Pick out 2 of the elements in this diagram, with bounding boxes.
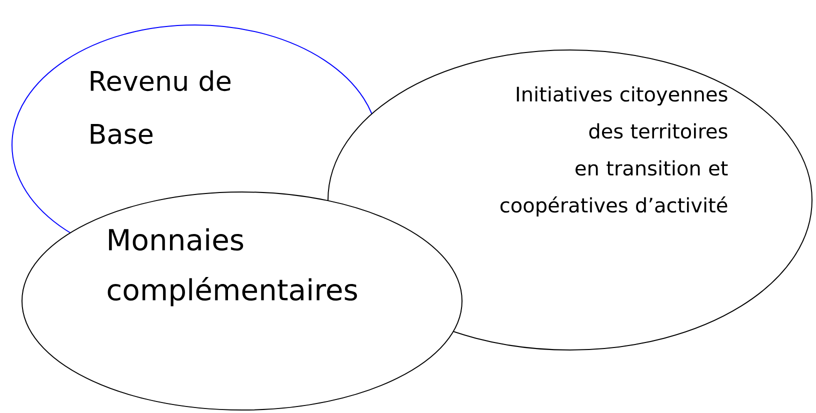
node-label: Initiatives citoyennes des territoires en transition et coopératives d’activité bbox=[500, 86, 728, 217]
ellipse-bubble: Monnaies complémentaires bbox=[22, 192, 462, 410]
